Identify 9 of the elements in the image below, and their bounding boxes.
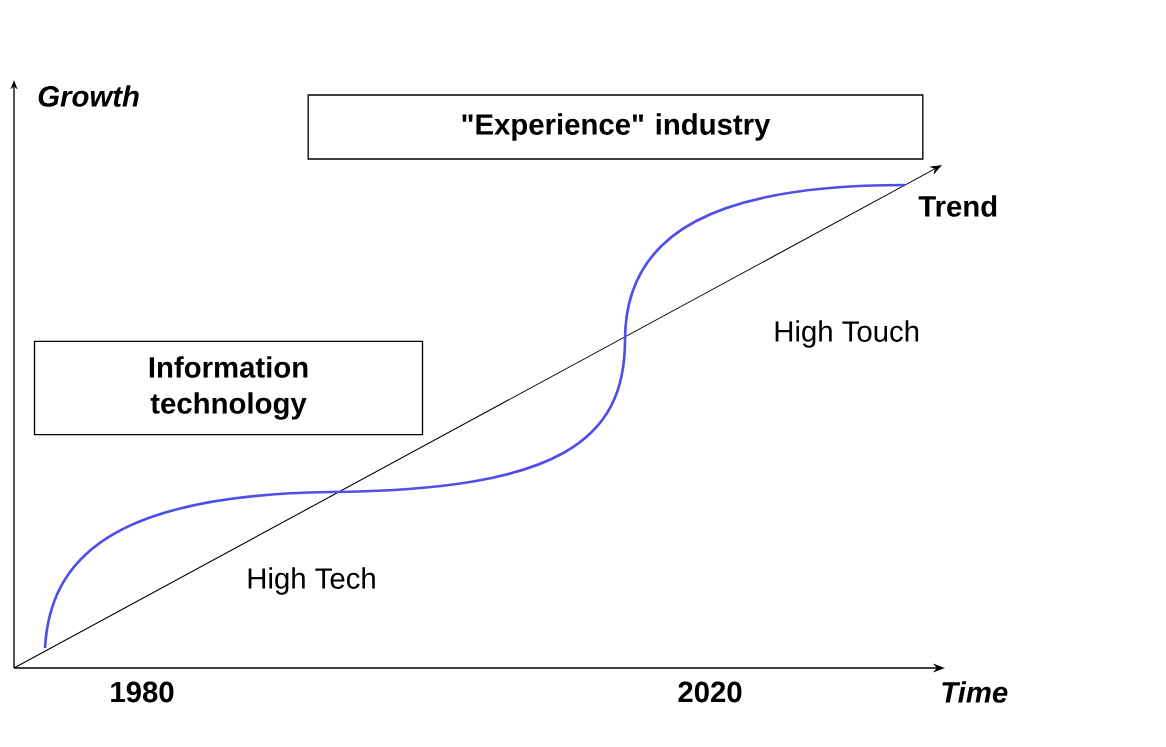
region-label: High Tech xyxy=(248,567,375,595)
year-label: 2020 xyxy=(678,681,742,703)
axis-label: Growth xyxy=(38,85,139,107)
text-box: Information technology xyxy=(33,340,424,436)
trend-label: Trend xyxy=(918,195,997,217)
text-box: "Experience" industry xyxy=(307,94,924,160)
axis-label: Time xyxy=(942,681,1008,703)
region-label: High Touch xyxy=(775,320,919,348)
year-label: 1980 xyxy=(111,681,174,703)
